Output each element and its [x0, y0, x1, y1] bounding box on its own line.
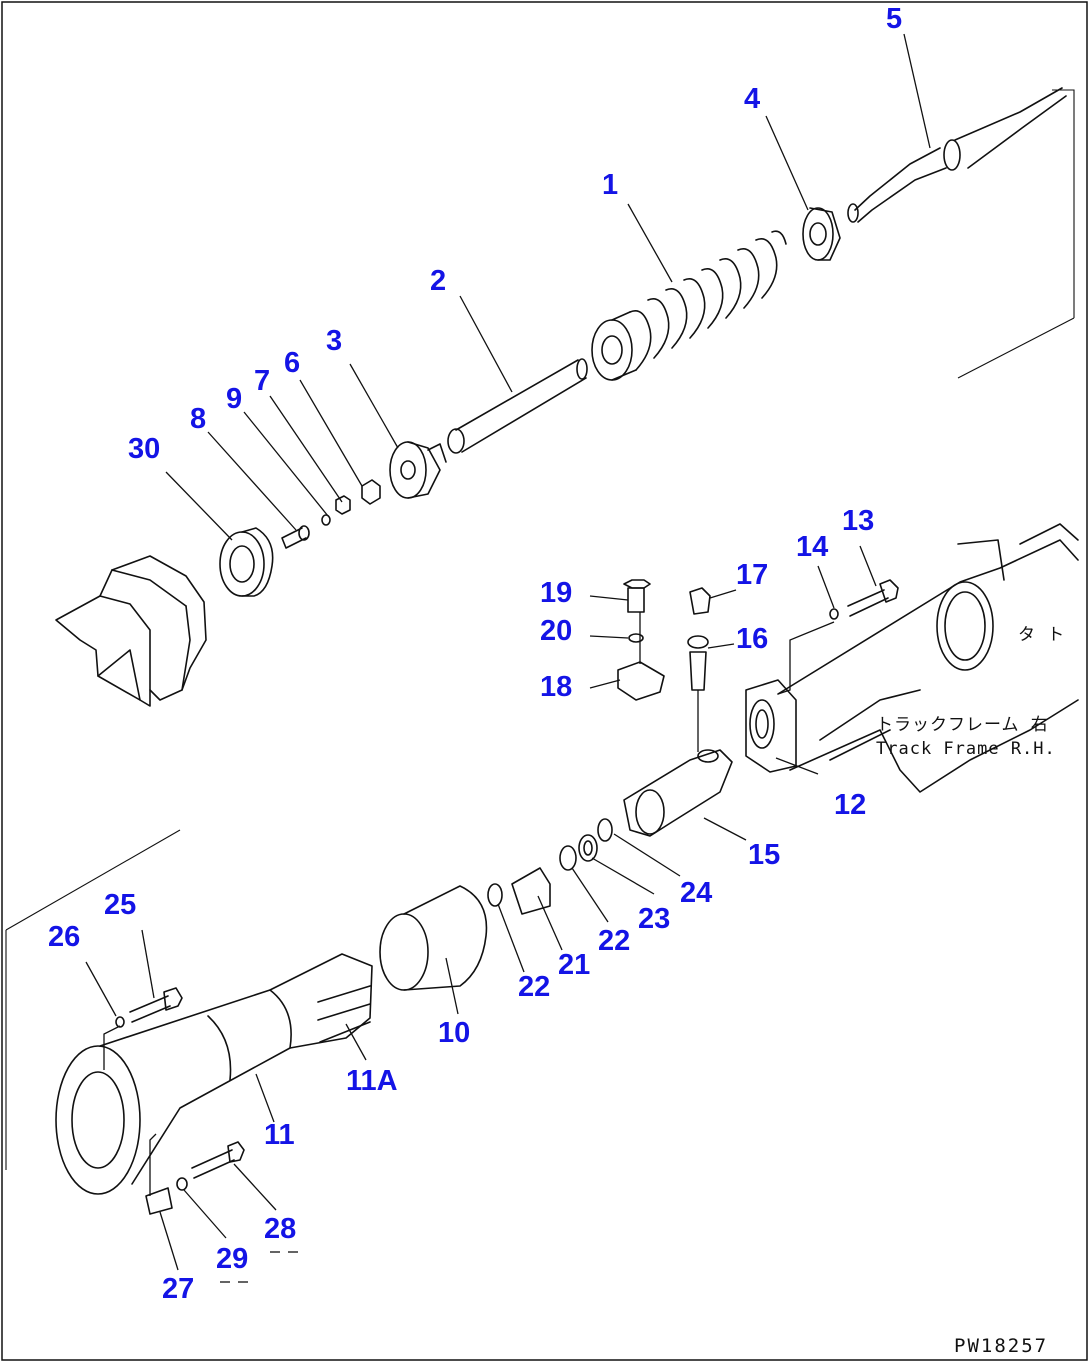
part-1-spring: [591, 230, 787, 381]
frame-note-en: Track Frame R.H.: [876, 739, 1056, 759]
callout-3: 3: [326, 325, 342, 357]
callout-7: 7: [254, 365, 270, 397]
callout-10: 10: [438, 1017, 470, 1049]
callout-27: 27: [162, 1273, 194, 1305]
callout-23: 23: [638, 903, 670, 935]
part-15-body: [623, 749, 733, 837]
callouts: 5 4 1 2 3 6 7 9 8 30 13 14 17 19 20 16 1…: [48, 3, 902, 1305]
callout-28: 28: [264, 1213, 296, 1245]
callout-11: 11: [264, 1119, 295, 1151]
part-2-rod: [447, 358, 588, 454]
callout-22-left: 22: [518, 971, 550, 1003]
leader-lines: [85, 33, 931, 1271]
callout-22-right: 22: [598, 925, 630, 957]
callout-11a: 11A: [346, 1065, 398, 1097]
callout-18: 18: [540, 671, 572, 703]
part-12-bracket: [745, 679, 797, 773]
part-5-rod: [847, 87, 1067, 223]
callout-20: 20: [540, 615, 572, 647]
parts-25-29-fasteners: [115, 987, 245, 1215]
callout-1: 1: [602, 169, 618, 201]
figure-code: PW18257: [954, 1335, 1048, 1357]
callout-13: 13: [842, 505, 874, 537]
callout-6: 6: [284, 347, 300, 379]
parts-21-24-rings: [487, 818, 613, 915]
callout-21: 21: [558, 949, 590, 981]
callout-16: 16: [736, 623, 768, 655]
frame-note-jp: トラックフレーム 右: [876, 715, 1049, 735]
track-frame-rh: [777, 523, 1079, 793]
callout-4: 4: [744, 83, 760, 115]
part-30-ring: [219, 527, 274, 597]
callout-2: 2: [430, 265, 446, 297]
callout-14: 14: [796, 531, 828, 563]
callout-19: 19: [540, 577, 572, 609]
part-3-flange: [389, 441, 447, 499]
dash-marks: [220, 1251, 298, 1283]
callout-9: 9: [226, 383, 242, 415]
frame-note-jp2: タ ト: [1018, 625, 1065, 645]
parts-16-20-fitting: [617, 579, 711, 701]
callout-12: 12: [834, 789, 866, 821]
idler-bracket-housing: [55, 555, 207, 707]
callout-26: 26: [48, 921, 80, 953]
part-4-holder: [802, 207, 841, 261]
callout-29: 29: [216, 1243, 248, 1275]
callout-5: 5: [886, 3, 902, 35]
part-11-cylinder-body: [55, 953, 373, 1195]
callout-15: 15: [748, 839, 780, 871]
callout-25: 25: [104, 889, 136, 921]
part-10-cylinder: [379, 885, 488, 991]
callout-8: 8: [190, 403, 206, 435]
callout-17: 17: [736, 559, 768, 591]
callout-24: 24: [680, 877, 712, 909]
parts-6-9-hardware: [281, 479, 381, 549]
callout-30: 30: [128, 433, 160, 465]
parts-13-14-bolt: [829, 579, 899, 620]
